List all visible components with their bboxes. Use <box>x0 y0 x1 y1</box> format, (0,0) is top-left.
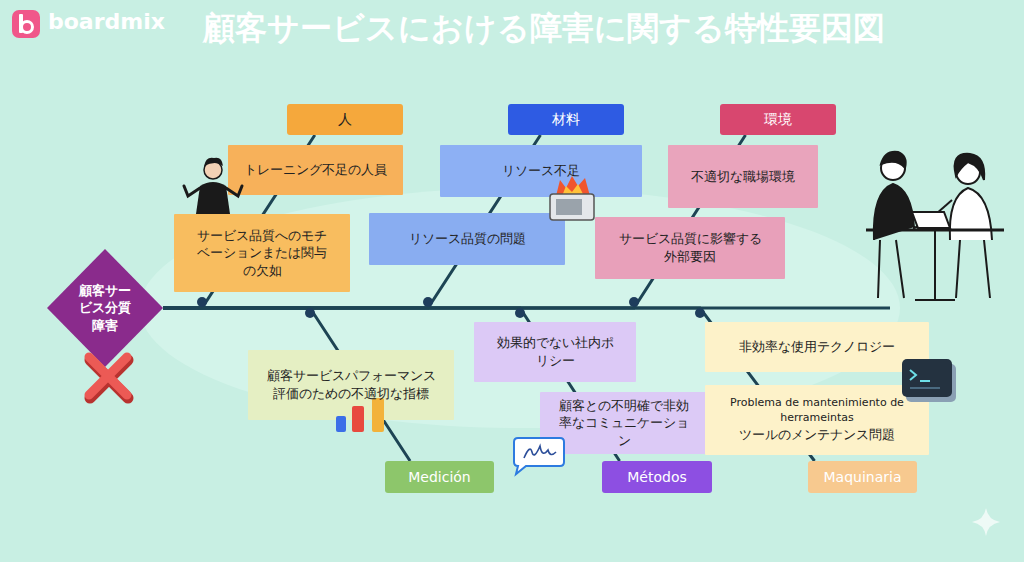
node-text: Medición <box>408 468 471 487</box>
node-text: リソース品質の問題 <box>409 230 526 248</box>
cause-box: サービス品質に影響する外部要因 <box>595 217 785 279</box>
node-text: 顧客サービスパフォーマンス評価のための不適切な指標 <box>262 367 440 402</box>
node-text: 顧客との不明確で非効率なコミュニケーション <box>558 397 690 450</box>
node-text: リソース不足 <box>502 162 580 180</box>
node-text: サービス品質に影響する外部要因 <box>615 230 765 265</box>
fishbone-bone <box>163 308 815 461</box>
cross-stroke <box>89 357 127 395</box>
fishbone-bone <box>163 308 410 461</box>
cause-box: 効果的でない社内ポリシー <box>474 322 636 382</box>
joint-dot <box>629 297 639 307</box>
node-text: 顧客サービス分質障害 <box>78 282 132 335</box>
node-text: Problema de mantenimiento de herrameinta… <box>714 396 920 426</box>
body <box>950 188 992 240</box>
fishbone-bone <box>163 135 746 308</box>
burning-computer <box>550 176 594 220</box>
person-arm <box>184 186 200 196</box>
joint-dot <box>695 308 705 318</box>
laptop <box>912 212 950 228</box>
bar-chart-icon <box>336 398 384 432</box>
node-text: サービス品質へのモチベーションまたは関与の欠如 <box>195 227 329 280</box>
cause-box: サービス品質へのモチベーションまたは関与の欠如 <box>174 214 350 292</box>
legs <box>878 240 904 298</box>
terminal-line <box>910 387 940 389</box>
category-label: Maquinaria <box>808 461 917 493</box>
node-text: 不適切な職場環境 <box>691 168 795 186</box>
cause-box: リソース品質の問題 <box>369 213 565 265</box>
node-text: 人 <box>338 110 352 129</box>
fire <box>556 176 590 196</box>
cross-stroke <box>89 357 127 395</box>
connector-group <box>163 135 815 461</box>
joint-dot <box>305 308 315 318</box>
terminal-window <box>902 359 952 397</box>
screen <box>556 199 582 215</box>
bar <box>372 398 384 432</box>
node-text: Métodos <box>627 468 687 487</box>
cross-mark <box>89 357 128 398</box>
cause-box: トレーニング不足の人員 <box>228 145 403 195</box>
cause-box: リソース不足 <box>440 145 642 197</box>
category-label: Métodos <box>602 461 712 493</box>
logo-bowl <box>22 22 33 33</box>
sparkle <box>972 508 1000 536</box>
node-text: 非効率な使用テクノロジー <box>739 338 895 356</box>
cause-box: 非効率な使用テクノロジー <box>705 322 929 372</box>
node-text: 効果的でない社内ポリシー <box>495 334 615 369</box>
person-body <box>196 182 230 214</box>
person-hair <box>204 158 223 166</box>
legs <box>956 240 990 298</box>
joint-dot <box>423 297 433 307</box>
bar <box>352 406 364 432</box>
joint-dot <box>197 297 207 307</box>
bubble <box>514 438 564 474</box>
category-label: 人 <box>287 104 403 135</box>
monitor <box>550 194 594 220</box>
diagram-title: 顧客サービスにおける障害に関する特性要因図 <box>203 7 885 51</box>
node-text: Maquinaria <box>824 468 902 487</box>
logo-square <box>12 10 40 38</box>
category-label: 環境 <box>720 104 836 135</box>
logo-text: boardmix <box>48 9 165 34</box>
joint-dot <box>515 308 525 318</box>
category-label: Medición <box>385 461 494 493</box>
bar <box>336 416 346 432</box>
node-text: トレーニング不足の人員 <box>244 161 387 179</box>
fishbone-bone <box>163 135 540 308</box>
effect-diamond: 顧客サービス分質障害 <box>47 249 163 367</box>
shrug-person <box>184 158 242 214</box>
scribble <box>524 446 556 458</box>
chat-bubble-icon <box>514 438 564 474</box>
category-label: 材料 <box>508 104 624 135</box>
cause-box: 顧客との不明確で非効率なコミュニケーション <box>540 392 708 454</box>
cause-box: Problema de mantenimiento de herrameinta… <box>705 385 929 455</box>
fishbone-bone <box>163 135 315 308</box>
diamond-outline <box>47 249 163 367</box>
table-foot <box>915 299 955 301</box>
team-illustration <box>866 152 1004 300</box>
bone-joints <box>197 297 705 318</box>
hair <box>881 152 906 168</box>
node-text: 環境 <box>764 110 792 129</box>
diamond-shape <box>47 249 163 367</box>
node-subtext: ツールのメンテナンス問題 <box>739 426 895 444</box>
table-leg <box>934 230 936 300</box>
node-text: 材料 <box>552 110 580 129</box>
hair <box>955 154 985 180</box>
logo-icon <box>12 10 40 38</box>
terminal-icon <box>902 359 956 402</box>
prompt-glyph <box>910 370 930 381</box>
person-arm <box>226 186 242 196</box>
cause-box: 顧客サービスパフォーマンス評価のための不適切な指標 <box>248 350 454 420</box>
cause-box: 不適切な職場環境 <box>668 145 818 208</box>
